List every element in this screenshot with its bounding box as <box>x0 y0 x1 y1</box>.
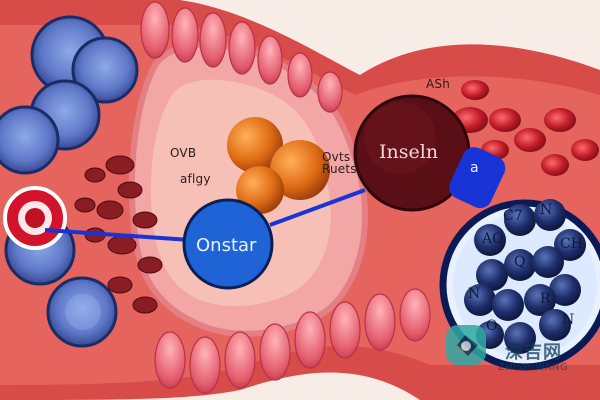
label-a: a <box>470 160 479 176</box>
label-inseln: Inseln <box>379 141 439 163</box>
watermark-text: 深吉网 <box>505 342 562 363</box>
injection-icon <box>3 186 67 250</box>
left-rbc-blobs <box>74 155 163 314</box>
orange-spheres <box>227 117 330 214</box>
label-onstar: Onstar <box>196 235 257 256</box>
watermark-subtext: ZHISHIWANG <box>498 362 569 373</box>
cluster-letter: N <box>562 312 575 328</box>
connector-lines <box>44 188 366 242</box>
label-ovts: Ovts <box>322 150 351 164</box>
cluster-letter: R <box>540 291 551 307</box>
cluster-balls <box>464 199 586 354</box>
label-ash: ASh <box>426 77 451 91</box>
right-cluster <box>439 199 600 371</box>
cluster-letter: C7 <box>503 208 523 224</box>
cluster-letter: CH <box>560 236 583 252</box>
label-ruets: Ruets <box>322 162 357 176</box>
ridges-bottom <box>154 288 431 394</box>
onstar-circle <box>182 198 274 290</box>
cluster-letter: AO <box>482 231 504 247</box>
cluster-letter: N <box>468 286 481 302</box>
cluster-letter: Q <box>514 254 526 270</box>
inseln-disk <box>353 94 471 212</box>
watermark-logo <box>446 325 486 365</box>
cluster-letter: O <box>486 318 498 334</box>
blue-tab <box>449 147 506 209</box>
label-aflgy: aflgy <box>180 172 211 186</box>
cluster-letter: N <box>540 202 553 218</box>
label-ovb: OVB <box>170 146 197 160</box>
ridges-top <box>140 1 343 113</box>
